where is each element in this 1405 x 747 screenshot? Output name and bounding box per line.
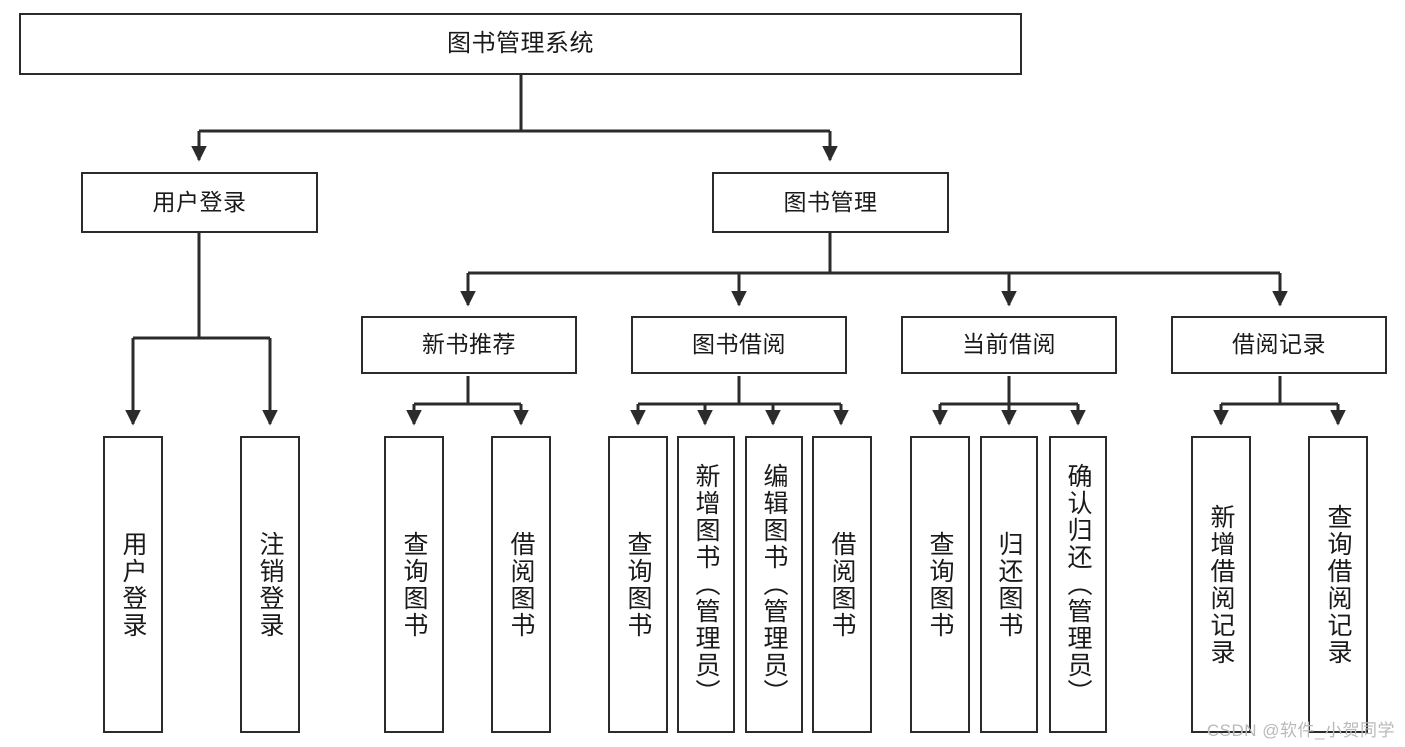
node-label: 归还图书 [995,530,1023,639]
leaf-query-borrowing-record[interactable]: 查询借阅记录 [1308,436,1368,733]
node-label: 查询图书 [624,530,652,639]
leaf-edit-book-admin[interactable]: 编辑图书（管理员） [745,436,803,733]
leaf-logout[interactable]: 注销登录 [240,436,300,733]
leaf-query-book-1[interactable]: 查询图书 [384,436,444,733]
leaf-borrow-book-1[interactable]: 借阅图书 [491,436,551,733]
csdn-watermark: CSDN @软件_小贺同学 [1206,721,1395,740]
node-user-login[interactable]: 用户登录 [81,172,318,233]
leaf-user-login[interactable]: 用户登录 [103,436,163,733]
node-book-management[interactable]: 图书管理 [712,172,949,233]
node-label: 查询借阅记录 [1324,503,1352,666]
node-label: 用户登录 [152,188,247,215]
node-label: 查询图书 [926,530,954,639]
node-label: 注销登录 [256,530,284,639]
node-label: 用户登录 [119,530,147,639]
leaf-query-book-3[interactable]: 查询图书 [910,436,970,733]
node-label: 新书推荐 [422,331,516,358]
node-book-management-system[interactable]: 图书管理系统 [19,13,1022,75]
node-label: 编辑图书（管理员） [760,463,788,706]
leaf-add-book-admin[interactable]: 新增图书（管理员） [677,436,735,733]
leaf-add-borrowing-record[interactable]: 新增借阅记录 [1191,436,1251,733]
node-label: 借阅图书 [828,530,856,639]
leaf-borrow-book-2[interactable]: 借阅图书 [812,436,872,733]
node-borrowing-record[interactable]: 借阅记录 [1171,316,1387,374]
node-label: 当前借阅 [962,331,1056,358]
node-book-borrowing[interactable]: 图书借阅 [631,316,847,374]
node-label: 借阅记录 [1232,331,1326,358]
node-label: 确认归还（管理员） [1064,463,1092,706]
node-label: 新增图书（管理员） [692,463,720,706]
leaf-return-book[interactable]: 归还图书 [980,436,1038,733]
node-new-book-recommendation[interactable]: 新书推荐 [361,316,577,374]
node-label: 借阅图书 [507,530,535,639]
node-label: 图书管理系统 [447,29,594,57]
node-current-borrowing[interactable]: 当前借阅 [901,316,1117,374]
node-label: 图书管理 [783,188,878,215]
node-label: 新增借阅记录 [1207,503,1235,666]
node-label: 查询图书 [400,530,428,639]
node-label: 图书借阅 [692,331,786,358]
leaf-confirm-return-admin[interactable]: 确认归还（管理员） [1049,436,1107,733]
leaf-query-book-2[interactable]: 查询图书 [608,436,668,733]
